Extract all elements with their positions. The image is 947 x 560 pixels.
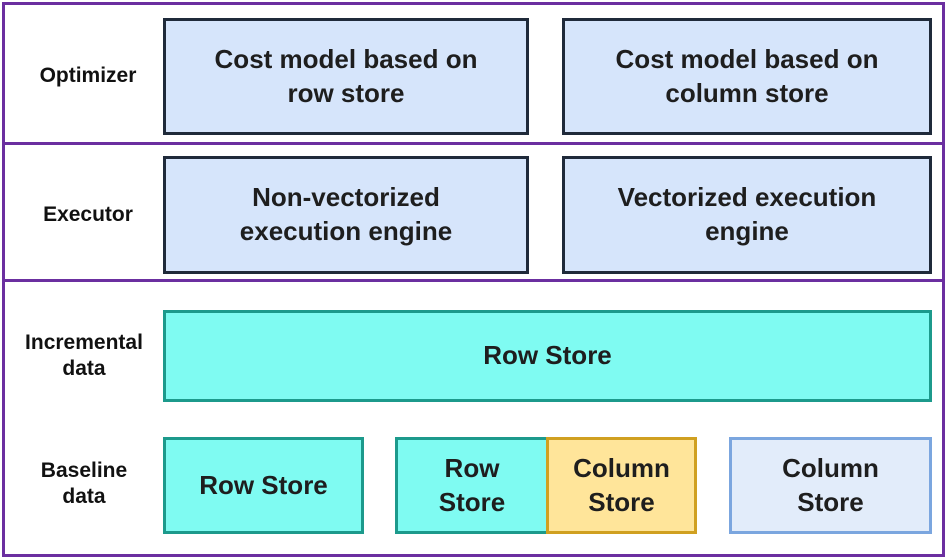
incremental-data-label: Incremental data [25,331,143,381]
executor-layer: Executor Non-vectorized execution engine… [2,142,945,282]
non-vectorized-engine-box: Non-vectorized execution engine [163,156,529,274]
hybrid-row-store-box: Row Store [395,437,549,534]
hybrid-column-store-box: Column Store [546,437,697,534]
column-store-cost-model-box: Cost model based on column store [562,18,932,135]
baseline-data-label: Baseline data [40,459,128,509]
optimizer-layer: Optimizer Cost model based on row store … [2,2,945,145]
executor-label: Executor [43,203,133,226]
baseline-column-store-box: Column Store [729,437,932,534]
baseline-row-store-box: Row Store [163,437,364,534]
storage-layer: Incremental data Row Store Baseline data… [2,279,945,557]
incremental-row-store-box: Row Store [163,310,932,402]
row-store-cost-model-box: Cost model based on row store [163,18,529,135]
optimizer-label: Optimizer [39,64,137,87]
vectorized-engine-box: Vectorized execution engine [562,156,932,274]
